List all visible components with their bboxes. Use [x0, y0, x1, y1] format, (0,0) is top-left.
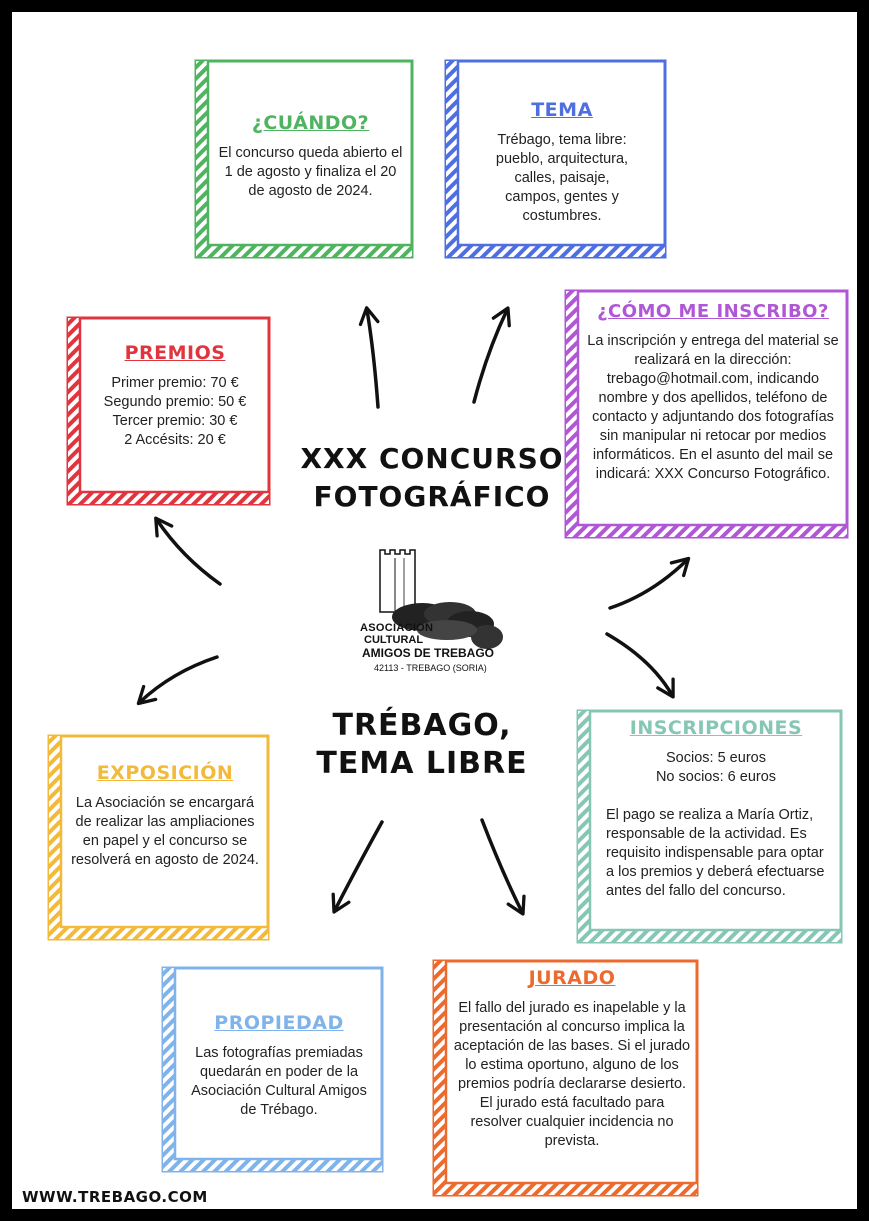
box-inscripciones-title: INSCRIPCIONES [629, 717, 803, 739]
box-inscripciones: INSCRIPCIONES Socios: 5 euros No socios:… [574, 707, 846, 947]
subtitle-line-2: TEMA LIBRE [316, 746, 528, 781]
poster: ¿CUÁNDO? El concurso queda abierto el 1 … [12, 12, 857, 1209]
box-tema-title: TEMA [531, 99, 593, 121]
box-frame [47, 734, 270, 941]
box-propiedad-title: PROPIEDAD [214, 1012, 344, 1034]
premio-line-1: Primer premio: 70 € [111, 375, 239, 391]
arrow-to-jurado [480, 818, 526, 916]
box-cuando-title: ¿CUÁNDO? [251, 112, 370, 134]
castle-tower-icon [379, 549, 503, 649]
box-premios: PREMIOS Primer premio: 70 € Segundo prem… [64, 314, 274, 509]
main-title-line-2: FOTOGRÁFICO [313, 480, 551, 513]
subtitle: TRÉBAGO, TEMA LIBRE [292, 707, 552, 783]
arrow-to-cuando [358, 306, 380, 409]
box-como-me-inscribo-title: ¿CÓMO ME INSCRIBO? [597, 301, 829, 322]
box-frame [161, 966, 384, 1173]
box-exposicion-text: La Asociación se encargará de realizar l… [71, 795, 259, 868]
logo-line-3: AMIGOS DE TREBAGO [362, 646, 495, 660]
box-propiedad: PROPIEDAD Las fotografías premiadas qued… [159, 964, 387, 1176]
main-title: XXX CONCURSO FOTOGRÁFICO [272, 440, 592, 516]
box-exposicion: EXPOSICIÓN La Asociación se encargará de… [45, 732, 273, 944]
box-jurado-text: El fallo del jurado es inapelable y la p… [453, 1000, 691, 1149]
premio-line-2: Segundo premio: 50 € [103, 394, 247, 410]
arrow-to-tema [472, 306, 511, 404]
box-frame [432, 959, 699, 1197]
box-frame [194, 59, 414, 259]
box-frame [66, 316, 271, 506]
premio-line-4: 2 Accésits: 20 € [124, 432, 226, 448]
arrow-to-exposicion [136, 655, 219, 706]
cuota-socios: Socios: 5 euros [666, 750, 766, 766]
logo-line-1: ASOCIACION [360, 622, 434, 634]
box-tema: TEMA Trébago, tema libre: pueblo, arquit… [442, 57, 670, 262]
box-jurado: JURADO El fallo del jurado es inapelable… [430, 957, 702, 1200]
box-frame [564, 289, 849, 539]
arrow-to-como-me-inscribo [608, 556, 691, 610]
box-inscripciones-text: El pago se realiza a María Ortiz, respon… [606, 807, 825, 899]
box-frame [444, 59, 667, 259]
box-como-me-inscribo-text: La inscripción y entrega del material se… [587, 333, 839, 482]
website-url[interactable]: WWW.TREBAGO.COM [22, 1188, 208, 1206]
subtitle-line-1: TRÉBAGO, [332, 708, 512, 743]
box-cuando: ¿CUÁNDO? El concurso queda abierto el 1 … [192, 57, 417, 262]
arrow-to-propiedad [331, 820, 384, 914]
arrow-to-inscripciones [605, 632, 675, 699]
box-jurado-title: JURADO [528, 967, 616, 989]
premio-line-3: Tercer premio: 30 € [112, 413, 238, 429]
box-cuando-text: El concurso queda abierto el 1 de agosto… [218, 145, 403, 199]
cuota-no-socios: No socios: 6 euros [655, 769, 777, 785]
box-exposicion-title: EXPOSICIÓN [96, 762, 234, 784]
box-propiedad-text: Las fotografías premiadas quedarán en po… [191, 1045, 367, 1118]
association-logo: ASOCIACION CULTURAL AMIGOS DE TREBAGO 42… [352, 542, 512, 677]
box-como-me-inscribo: ¿CÓMO ME INSCRIBO? La inscripción y entr… [562, 287, 852, 542]
box-tema-text: Trébago, tema libre: pueblo, arquitectur… [495, 132, 629, 224]
logo-line-2: CULTURAL [364, 634, 424, 646]
box-frame [576, 709, 843, 944]
main-title-line-1: XXX CONCURSO [300, 442, 564, 475]
logo-line-4: 42113 - TREBAGO (SORIA) [374, 663, 487, 673]
box-premios-title: PREMIOS [124, 342, 226, 364]
arrow-to-premios [154, 516, 222, 586]
